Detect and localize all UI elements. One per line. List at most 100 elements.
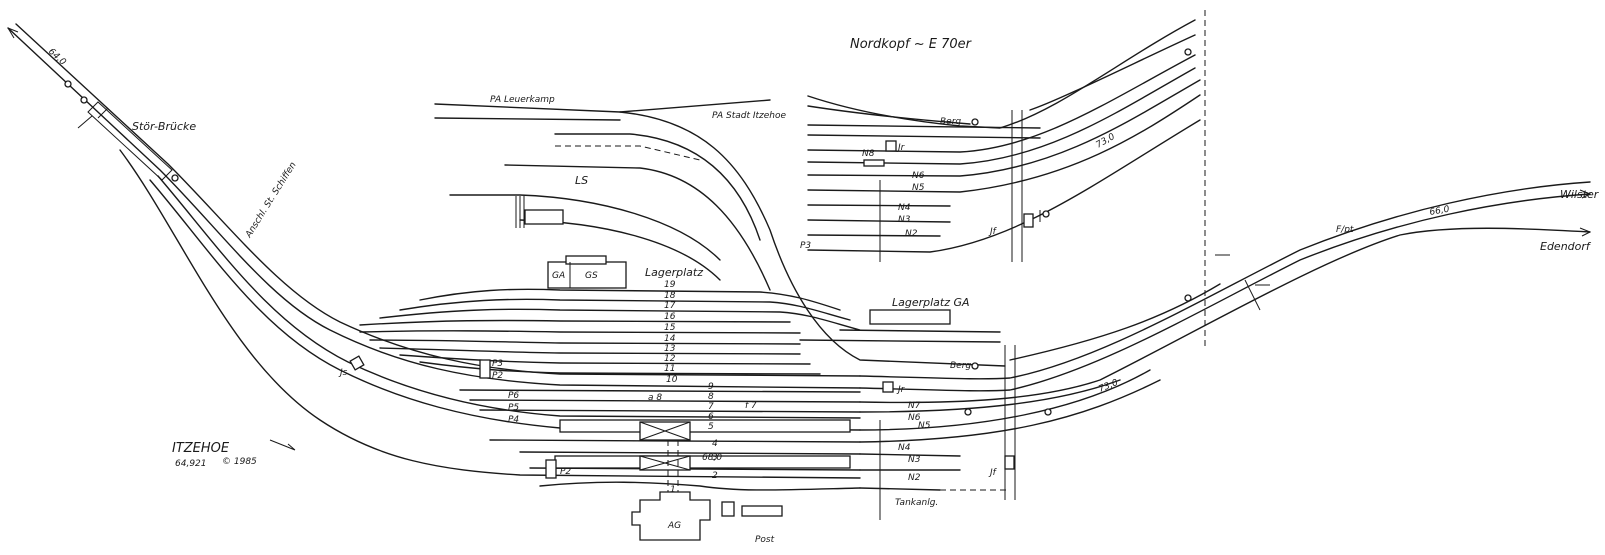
signal-box-jf-inset <box>1023 213 1034 228</box>
track-number: 8 <box>708 392 714 402</box>
north-branches <box>434 99 1006 367</box>
km-730: 73,0 <box>1097 378 1120 395</box>
track-number: 17 <box>664 301 676 311</box>
label-stoer-bruecke: Stör-Brücke <box>132 120 196 133</box>
label-berg-inset: Berg <box>940 117 961 127</box>
signal-dot <box>1044 408 1052 416</box>
signal-dot <box>971 362 979 370</box>
signals-west: P3 P2 P6 P5 P4 P2 <box>479 359 571 479</box>
track-number: 9 <box>708 382 714 392</box>
label-gs: GS <box>585 271 598 281</box>
label-ls: LS <box>575 174 588 187</box>
label-anschluss: Anschl. St. Schiffen <box>244 160 299 240</box>
lagerplatz-ga <box>799 309 1001 343</box>
post-building <box>721 501 783 517</box>
track-number: 16 <box>664 312 676 322</box>
signal-dot <box>1042 210 1050 218</box>
signal-label: P2 <box>492 371 503 381</box>
label-jr: Jr <box>896 385 906 395</box>
signal-label: N7 <box>908 401 921 411</box>
label-tankanlg: Tankanlg. <box>895 498 938 508</box>
signal-dot <box>971 118 979 126</box>
signal-label: P4 <box>508 415 519 425</box>
track-number: 11 <box>664 364 675 374</box>
track-number: 1 <box>670 485 676 495</box>
label-jf-inset: Jf <box>988 227 998 237</box>
km-730-inset: 73,0 <box>1095 132 1118 151</box>
signal-label: N6 <box>908 413 921 423</box>
signal-label: P5 <box>508 403 519 413</box>
main-line-west <box>7 23 861 479</box>
track-number: 14 <box>664 334 676 344</box>
signal-label: P6 <box>508 391 519 401</box>
yard-tracks <box>359 288 861 491</box>
signal-dot <box>80 96 88 104</box>
label-a8: a 8 <box>648 393 662 403</box>
stoer-bridge <box>77 101 173 181</box>
signal-label: P3 <box>800 241 811 251</box>
track-number: 13 <box>664 344 676 354</box>
track-number: 5 <box>708 422 714 432</box>
boundary-lines <box>879 254 1270 520</box>
signals-east: N7 N6 N5 N4 N3 N2 <box>898 401 931 483</box>
label-edendorf: Edendorf <box>1540 240 1592 253</box>
signal-mast <box>545 459 557 479</box>
signal-label: N4 <box>898 443 911 453</box>
arrow-edendorf <box>1579 227 1591 237</box>
km-640: 64,0 <box>46 47 68 68</box>
signal-label: N2 <box>905 229 918 239</box>
station-building-ag <box>631 440 711 541</box>
inset-title: Nordkopf ~ E 70er <box>850 37 973 52</box>
signal-label: N3 <box>908 455 921 465</box>
signals-inset: N8 N6 N5 N4 N3 N2 P3 <box>800 149 925 251</box>
platforms <box>554 419 851 471</box>
km-660: 66,0 <box>1429 205 1451 218</box>
station-year: © 1985 <box>222 457 257 467</box>
track-number: 19 <box>664 280 676 290</box>
signal-label: P2 <box>560 467 571 477</box>
arrow-northwest <box>7 27 19 39</box>
track-number: 2 <box>712 471 718 481</box>
signal-dot <box>964 408 972 416</box>
signal-label: P3 <box>492 359 503 369</box>
signal-label: N3 <box>898 215 911 225</box>
track-number: 18 <box>664 291 676 301</box>
main-line-east <box>859 181 1591 491</box>
label-post: Post <box>755 535 775 545</box>
signal-mast <box>479 359 491 379</box>
signal-dot <box>1184 294 1192 302</box>
signal-dot <box>64 80 72 88</box>
label-jr-inset: Jr <box>896 143 906 153</box>
track-number: 7 <box>708 402 714 412</box>
signal-dot <box>171 174 179 182</box>
signal-box-js <box>349 355 365 371</box>
track-number: 10 <box>666 375 678 385</box>
signal-box-jr <box>882 381 894 393</box>
track-number: 3 <box>712 453 718 463</box>
station-code: 64,921 <box>175 459 207 469</box>
label-pa-leuerkamp: PA Leuerkamp <box>490 95 555 105</box>
north-arrow <box>269 439 296 451</box>
signal-label: N2 <box>908 473 921 483</box>
station-name: ITZEHOE <box>172 441 230 456</box>
label-f7: f 7 <box>745 401 757 411</box>
arrow-wilster <box>1579 189 1591 199</box>
km-680: 68,0 <box>702 453 722 463</box>
track-number: 6 <box>708 412 714 422</box>
label-berg: Berg <box>950 361 971 371</box>
track-number-labels: 19 18 17 16 15 14 13 12 11 10 9 8 7 6 5 … <box>664 280 718 495</box>
signal-dot <box>1184 48 1192 56</box>
signal-box-jr-inset <box>885 140 897 152</box>
label-ga: GA <box>552 271 565 281</box>
signal-circles <box>64 48 1192 416</box>
signal-label: N5 <box>912 183 925 193</box>
signal-label: N8 <box>862 149 875 159</box>
inset-tracks <box>807 19 1201 253</box>
signal-label: N4 <box>898 203 911 213</box>
track-number: 4 <box>712 439 718 449</box>
label-wilster: Wilster <box>1560 188 1600 201</box>
label-js: Js <box>338 368 348 378</box>
goods-shed <box>547 255 627 289</box>
signal-mast <box>863 159 885 167</box>
